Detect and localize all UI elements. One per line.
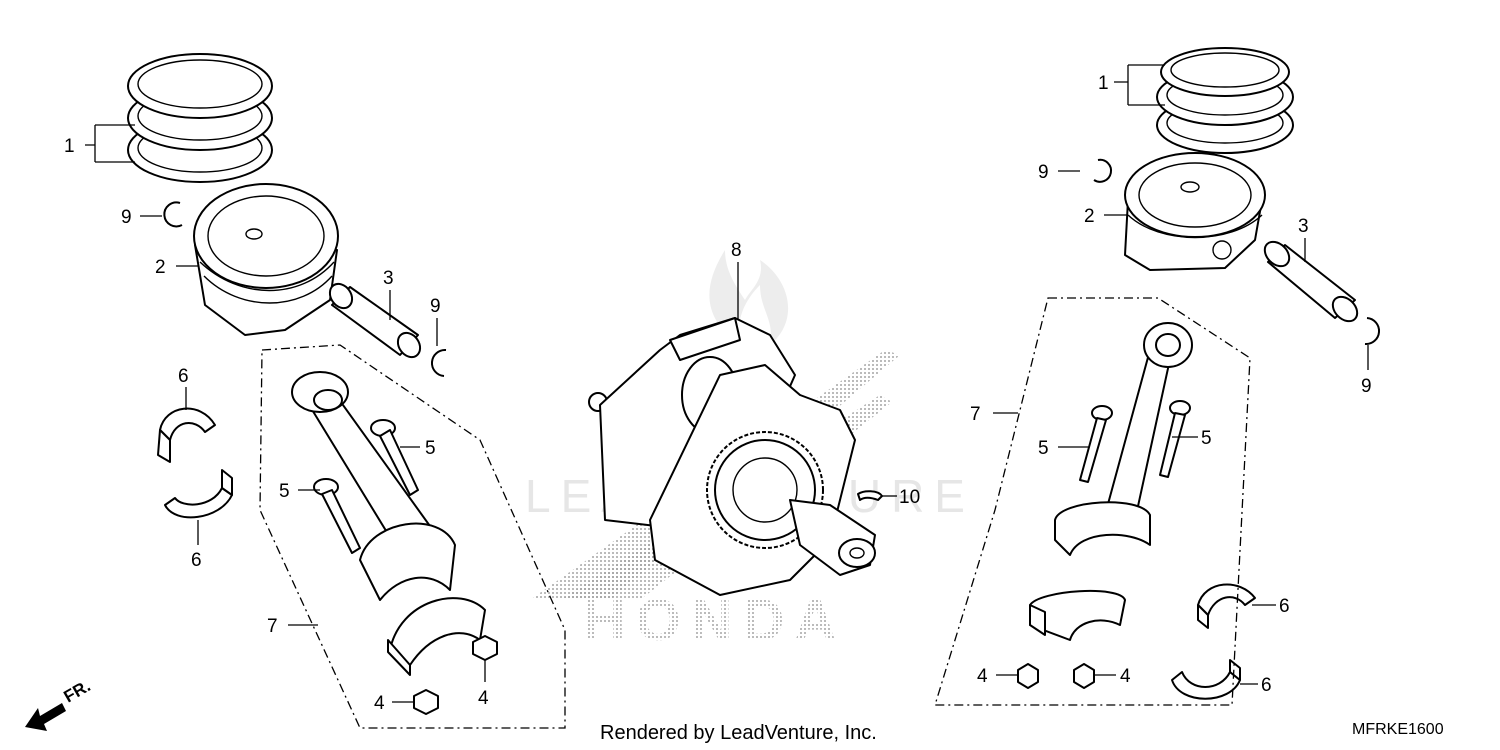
callout-pin-right: 3	[1298, 216, 1309, 237]
callout-bolt-right-right: 5	[1201, 428, 1212, 449]
rod-bolt-left-upper[interactable]	[370, 419, 419, 496]
rod-cap-left[interactable]	[387, 597, 486, 676]
callout-nut-right-left: 4	[977, 666, 988, 687]
bearing-right-top[interactable]	[1197, 583, 1256, 629]
bearing-right-bottom[interactable]	[1171, 659, 1241, 700]
left-piston-group	[127, 53, 566, 729]
rod-nut-right-left[interactable]	[1017, 663, 1039, 689]
rod-nut-left-right[interactable]	[472, 635, 498, 661]
callout-clip-right-right: 9	[1361, 376, 1372, 397]
callout-bearing-left-bottom: 6	[191, 550, 202, 571]
callout-bearing-left-top: 6	[178, 366, 189, 387]
piston-right[interactable]	[1124, 152, 1266, 271]
callout-bolt-left-upper: 5	[425, 438, 436, 459]
callout-crankshaft: 8	[731, 240, 742, 261]
piston-rings-right[interactable]	[1156, 47, 1294, 154]
callout-bolt-right-left: 5	[1038, 438, 1049, 459]
bearing-left-bottom[interactable]	[164, 469, 233, 519]
callout-rod-assembly-left: 7	[267, 616, 278, 637]
rod-assembly-boundary-left	[259, 344, 566, 729]
callout-clip-left-side: 9	[430, 296, 441, 317]
piston-left[interactable]	[193, 183, 339, 336]
callout-pin-left: 3	[383, 268, 394, 289]
rod-bolt-right-right[interactable]	[1159, 400, 1191, 478]
callout-piston-right: 2	[1084, 206, 1095, 227]
brand-watermark: HONDA	[584, 588, 847, 653]
callout-clip-left-top: 9	[121, 207, 132, 228]
right-piston-group	[934, 47, 1380, 706]
piston-pin-right[interactable]	[1260, 237, 1362, 326]
callout-woodruff-key: 10	[899, 487, 920, 508]
circlip-right-left[interactable]	[1093, 158, 1113, 183]
left-callouts: 1 9 2 3 9 6 6 5 5 7 4 4	[64, 124, 489, 714]
crank-callouts: 8 10	[731, 240, 920, 508]
render-credit: Rendered by LeadVenture, Inc.	[600, 722, 877, 744]
rod-bolt-right-left[interactable]	[1079, 405, 1113, 483]
rod-assembly-boundary-right	[934, 297, 1251, 706]
crankshaft[interactable]	[588, 317, 876, 596]
front-direction-indicator: FR.	[25, 676, 94, 731]
callout-bearing-right-top: 6	[1279, 596, 1290, 617]
callout-bearing-right-bottom: 6	[1261, 675, 1272, 696]
callout-rod-assembly-right: 7	[970, 404, 981, 425]
connecting-rod-left[interactable]	[291, 371, 456, 601]
callout-rings-right: 1	[1098, 73, 1109, 94]
callout-piston-left: 2	[155, 257, 166, 278]
front-arrow-icon	[25, 703, 66, 731]
rod-nut-right-right[interactable]	[1073, 663, 1095, 689]
connecting-rod-right[interactable]	[1054, 322, 1193, 556]
circlip-right-right[interactable]	[1364, 317, 1380, 346]
woodruff-key[interactable]	[857, 490, 883, 501]
front-label: FR.	[61, 676, 94, 706]
callout-bolt-left-lower: 5	[279, 481, 290, 502]
rod-nut-left-bottom[interactable]	[413, 689, 439, 715]
callout-clip-right-left: 9	[1038, 162, 1049, 183]
callout-nut-right-right: 4	[1120, 666, 1131, 687]
callout-nut-left-bottom: 4	[374, 693, 385, 714]
callout-nut-left-right: 4	[478, 688, 489, 709]
right-callouts: 1 9 2 3 9 7 5 5 6 6 4 4	[970, 64, 1372, 696]
piston-pin-left[interactable]	[325, 280, 424, 362]
circlip-left-side[interactable]	[431, 348, 447, 377]
callout-rings-left: 1	[64, 136, 75, 157]
piston-rings-left[interactable]	[127, 53, 273, 183]
bearing-left-top[interactable]	[157, 407, 216, 463]
diagram-code: MFRKE1600	[1352, 721, 1444, 738]
circlip-left-top[interactable]	[163, 201, 183, 228]
rod-bolt-left-lower[interactable]	[313, 478, 361, 554]
rod-cap-right[interactable]	[1029, 590, 1126, 641]
